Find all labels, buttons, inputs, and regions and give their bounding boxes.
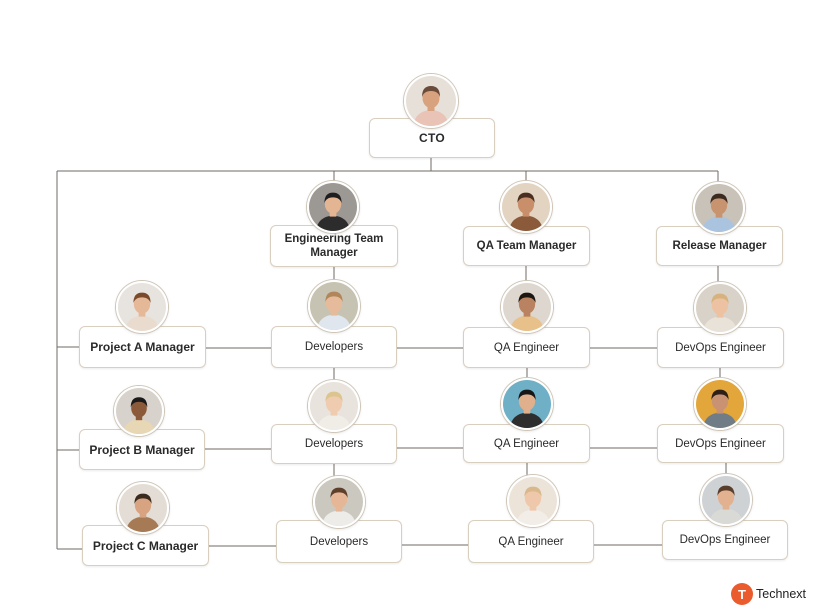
avatar-qa2 — [501, 378, 553, 430]
node-pb: Project B Manager — [79, 429, 205, 470]
avatar-dev3 — [313, 476, 365, 528]
node-qa3: QA Engineer — [468, 520, 594, 563]
node-pa: Project A Manager — [79, 326, 206, 368]
avatar-rel-mgr — [693, 182, 745, 234]
avatar-dev2 — [308, 380, 360, 432]
node-label: Developers — [309, 535, 369, 548]
node-label: Project A Manager — [90, 340, 195, 354]
avatar-qa3 — [507, 475, 559, 527]
node-label: Project C Manager — [92, 538, 199, 553]
avatar-qa1 — [501, 281, 553, 333]
node-label: QA Engineer — [493, 341, 560, 354]
node-do3: DevOps Engineer — [662, 520, 788, 560]
node-label: Release Manager — [672, 240, 767, 252]
node-label: Project B Manager — [89, 442, 195, 457]
node-label: DevOps Engineer — [675, 437, 766, 450]
node-do2: DevOps Engineer — [657, 424, 784, 463]
avatar-pb — [114, 386, 164, 436]
avatar-do2 — [694, 378, 746, 430]
avatar-eng-mgr — [307, 181, 359, 233]
avatar-pc — [117, 482, 169, 534]
node-label: Developers — [304, 341, 364, 353]
brand-mark-icon: T — [731, 583, 753, 605]
node-label: QA Team Manager — [476, 240, 577, 252]
node-label: DevOps Engineer — [679, 534, 771, 546]
avatar-cto — [404, 74, 458, 128]
avatar-do1 — [694, 282, 746, 334]
node-label: QA Engineer — [493, 437, 560, 450]
node-label: Developers — [304, 438, 364, 450]
brand-name: Technext — [756, 587, 807, 601]
node-dev1: Developers — [271, 326, 397, 368]
node-label: QA Engineer — [498, 535, 564, 548]
avatar-pa — [116, 281, 168, 333]
brand-logo: T Technext — [731, 583, 806, 605]
node-label: CTO — [418, 131, 445, 145]
avatar-do3 — [700, 474, 752, 526]
avatar-qa-mgr — [500, 181, 552, 233]
node-label: DevOps Engineer — [675, 341, 766, 354]
avatar-dev1 — [308, 280, 360, 332]
node-qa1: QA Engineer — [463, 327, 590, 368]
